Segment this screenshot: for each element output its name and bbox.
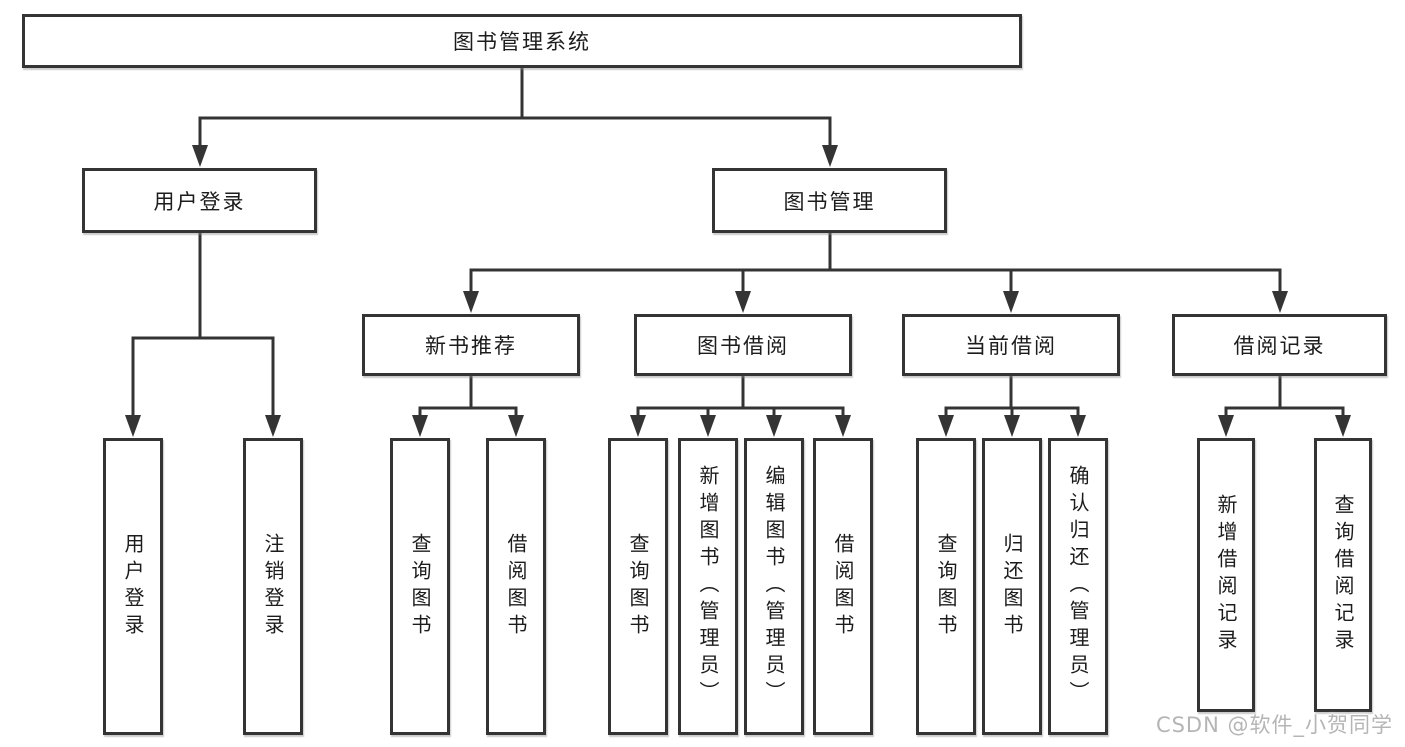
leaf-add-borrow-record: 新增借阅记录 — [1197, 438, 1255, 712]
leaf-query-books-current: 查询图书 — [916, 438, 976, 735]
leaf-logout: 注销登录 — [243, 438, 303, 735]
leaf-query-borrow-record: 查询借阅记录 — [1314, 438, 1372, 712]
node-current-borrowing: 当前借阅 — [902, 314, 1120, 376]
node-borrowing-records-label: 借阅记录 — [1233, 334, 1326, 358]
leaf-confirm-return-admin-label: 确认归还（管理员） — [1066, 465, 1090, 708]
leaf-edit-book-admin: 编辑图书（管理员） — [744, 438, 804, 735]
leaf-add-borrow-record-label: 新增借阅记录 — [1214, 494, 1238, 656]
node-new-book-recommend-label: 新书推荐 — [425, 334, 517, 358]
leaf-borrow-books-recommend-label: 借阅图书 — [504, 532, 528, 641]
leaf-query-books-current-label: 查询图书 — [934, 532, 958, 641]
leaf-query-books-recommend: 查询图书 — [390, 438, 450, 735]
leaf-add-book-admin-label: 新增图书（管理员） — [696, 465, 720, 708]
leaf-query-books-borrowing-label: 查询图书 — [626, 532, 650, 641]
node-book-borrowing: 图书借阅 — [634, 314, 852, 376]
leaf-user-login: 用户登录 — [103, 438, 163, 735]
leaf-user-login-label: 用户登录 — [121, 532, 145, 641]
node-borrowing-records: 借阅记录 — [1172, 314, 1387, 376]
node-root: 图书管理系统 — [22, 14, 1022, 68]
node-book-management: 图书管理 — [712, 168, 947, 233]
leaf-borrow-books-borrowing: 借阅图书 — [813, 438, 873, 735]
leaf-add-book-admin: 新增图书（管理员） — [678, 438, 738, 735]
node-user-login-label: 用户登录 — [153, 189, 246, 214]
node-book-borrowing-label: 图书借阅 — [697, 334, 789, 358]
node-user-login: 用户登录 — [82, 168, 317, 233]
csdn-watermark: CSDN @软件_小贺同学 — [1155, 713, 1393, 737]
leaf-borrow-books-recommend: 借阅图书 — [486, 438, 546, 735]
leaf-confirm-return-admin: 确认归还（管理员） — [1048, 438, 1108, 735]
node-root-label: 图书管理系统 — [453, 30, 591, 54]
node-new-book-recommend: 新书推荐 — [362, 314, 580, 376]
leaf-query-books-borrowing: 查询图书 — [608, 438, 668, 735]
leaf-query-borrow-record-label: 查询借阅记录 — [1331, 494, 1355, 656]
leaf-return-book: 归还图书 — [982, 438, 1042, 735]
leaf-edit-book-admin-label: 编辑图书（管理员） — [762, 465, 786, 708]
node-book-management-label: 图书管理 — [783, 189, 876, 214]
leaf-return-book-label: 归还图书 — [1000, 532, 1024, 641]
leaf-query-books-recommend-label: 查询图书 — [408, 532, 432, 641]
leaf-borrow-books-borrowing-label: 借阅图书 — [831, 532, 855, 641]
leaf-logout-label: 注销登录 — [261, 532, 285, 641]
node-current-borrowing-label: 当前借阅 — [965, 334, 1057, 358]
